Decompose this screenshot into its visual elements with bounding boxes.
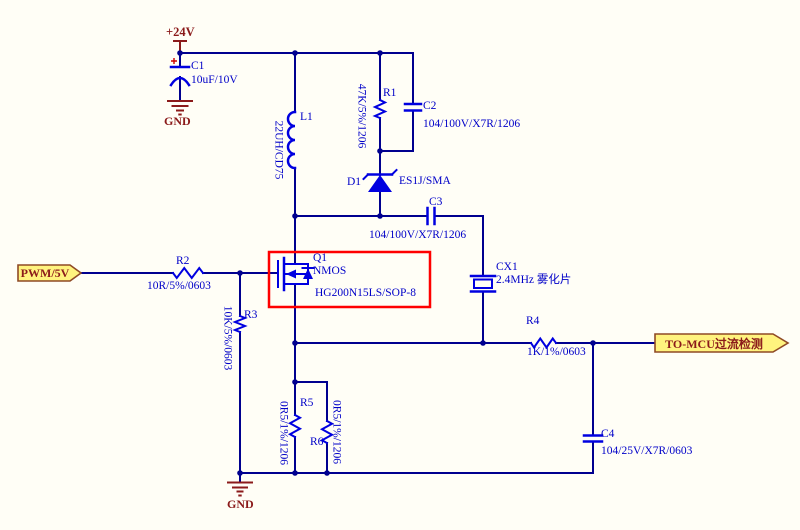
inductor-l1[interactable] bbox=[286, 110, 297, 170]
label-c4-ref: C4 bbox=[601, 428, 615, 440]
label-r3-value: 10K/5%/0603 bbox=[221, 305, 234, 371]
resistor-r2[interactable] bbox=[171, 266, 205, 280]
label-r4-value: 1K/1%/0603 bbox=[527, 346, 586, 358]
label-r3-ref: R3 bbox=[244, 309, 258, 321]
label-c3-ref: C3 bbox=[429, 196, 443, 208]
label-d1-ref: D1 bbox=[347, 176, 362, 188]
crystal-cx1[interactable] bbox=[469, 274, 497, 293]
capacitor-c1[interactable] bbox=[169, 58, 191, 87]
label-c2-value: 104/100V/X7R/1206 bbox=[423, 118, 521, 130]
highlight-box-q1 bbox=[267, 250, 432, 309]
label-c4-value: 104/25V/X7R/0603 bbox=[601, 445, 693, 457]
label-gnd-top: GND bbox=[164, 114, 191, 128]
resistor-r3[interactable] bbox=[232, 314, 248, 334]
label-r6-ref: R6 bbox=[310, 436, 324, 448]
resistor-r4[interactable] bbox=[529, 336, 558, 350]
label-r4-ref: R4 bbox=[526, 315, 540, 327]
power-label-24v: +24V bbox=[166, 25, 195, 39]
label-c2-ref: C2 bbox=[423, 100, 437, 112]
label-r1-value: 47K/5%/1206 bbox=[355, 83, 368, 149]
label-q1-type: NMOS bbox=[313, 265, 347, 277]
port-pwm[interactable] bbox=[17, 264, 83, 282]
label-r5-value: 0R5/1%/1206 bbox=[277, 401, 290, 465]
label-r6-value: 0R5/1%/1206 bbox=[330, 400, 343, 464]
label-c1-value: 10uF/10V bbox=[191, 74, 238, 86]
port-to-mcu[interactable] bbox=[654, 333, 790, 353]
label-r2-value: 10R/5%/0603 bbox=[147, 280, 211, 292]
label-r1-ref: R1 bbox=[383, 87, 397, 99]
capacitor-c2[interactable] bbox=[403, 102, 423, 112]
label-r5-ref: R5 bbox=[300, 397, 314, 409]
junction-dots bbox=[177, 50, 596, 476]
label-q1-ref: Q1 bbox=[313, 252, 328, 264]
label-cx1-value: 2.4MHz 雾化片 bbox=[496, 274, 572, 286]
capacitor-c3[interactable] bbox=[426, 206, 436, 226]
resistor-r6[interactable] bbox=[319, 419, 335, 445]
label-l1-value: 22UH/CD75 bbox=[272, 120, 285, 180]
label-cx1-ref: CX1 bbox=[496, 261, 518, 273]
resistor-r5[interactable] bbox=[287, 413, 303, 439]
mosfet-q1[interactable] bbox=[277, 256, 315, 292]
wires bbox=[80, 52, 656, 483]
label-q1-value: HG200N15LS/SOP-8 bbox=[315, 287, 416, 299]
label-r2-ref: R2 bbox=[176, 255, 190, 267]
label-c3-value: 104/100V/X7R/1206 bbox=[369, 229, 467, 241]
label-gnd-bottom: GND bbox=[227, 497, 254, 511]
capacitor-c4[interactable] bbox=[582, 434, 604, 443]
ground-symbol-bottom[interactable] bbox=[227, 481, 253, 497]
port-label-pwm: PWM/5V bbox=[20, 266, 70, 280]
resistor-r1[interactable] bbox=[372, 98, 388, 120]
ground-symbol-top[interactable] bbox=[167, 100, 193, 116]
port-label-to-mcu: TO-MCU过流检测 bbox=[665, 337, 763, 351]
label-d1-value: ES1J/SMA bbox=[399, 175, 451, 187]
label-l1-ref: L1 bbox=[300, 111, 313, 123]
diode-d1[interactable] bbox=[362, 168, 398, 192]
label-c1-ref: C1 bbox=[191, 60, 205, 72]
